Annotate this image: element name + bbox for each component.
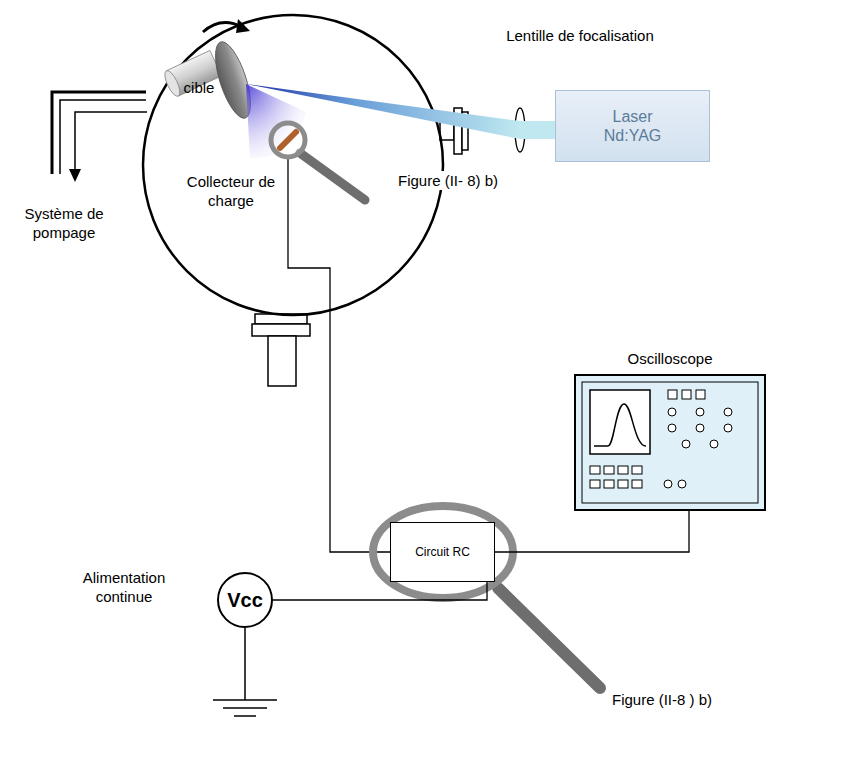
voltage-source: Vcc: [217, 572, 273, 628]
plasma-plume: [246, 84, 306, 158]
ground-symbol: [213, 628, 277, 716]
laser-box: Laser Nd:YAG: [555, 90, 710, 162]
wire: [273, 582, 487, 600]
vacuum-chamber: [143, 15, 443, 315]
pumping-label: Système de pompage: [6, 204, 122, 242]
oscilloscope-drawing: [575, 375, 765, 510]
charge-collector: [271, 123, 365, 200]
signal-wire: [288, 156, 390, 552]
feedthrough-flange: [252, 314, 310, 386]
node-text: Laser Nd:YAG: [593, 107, 673, 145]
node-text: Oscilloscope: [575, 349, 765, 368]
figure-reference: Figure (II- 8) b): [396, 171, 530, 190]
node-text: Vcc: [227, 589, 263, 612]
wire: [495, 510, 689, 552]
power-supply-label: Alimentation continue: [64, 568, 184, 606]
target-assembly: [162, 19, 258, 122]
target-label: cible: [178, 78, 220, 97]
oscilloscope: Oscilloscope: [575, 375, 765, 510]
node-text: Circuit RC: [415, 545, 470, 559]
figure-reference: Figure (II-8 ) b): [612, 690, 762, 709]
collector-label: Collecteur de charge: [180, 172, 282, 210]
rc-circuit-box: Circuit RC: [390, 522, 495, 582]
pumping-pipe: [52, 92, 147, 182]
lens-label: Lentille de focalisation: [505, 26, 655, 45]
